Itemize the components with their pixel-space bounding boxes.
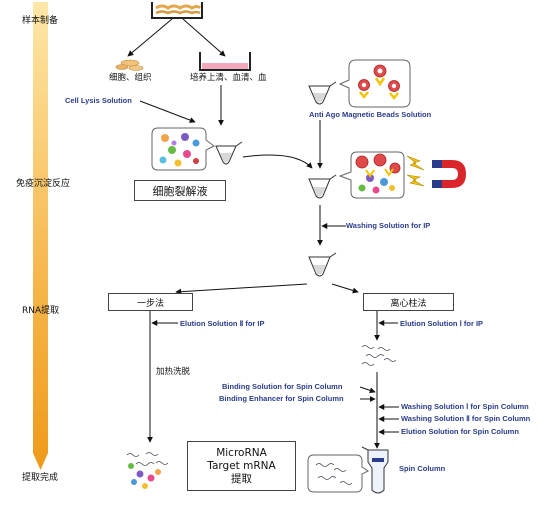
rna-strands-icon <box>361 345 397 366</box>
final-line-extract: 提取 <box>231 472 252 485</box>
lightning-icon <box>406 155 425 187</box>
reagent-elution-spin: Elution Solution for Spin Column <box>401 427 519 436</box>
progress-bar <box>33 2 48 470</box>
magnet-icon <box>432 160 466 188</box>
reagent-binding-spin: Binding Solution for Spin Column <box>222 382 343 391</box>
cell-lysate-label: 细胞裂解液 <box>152 184 208 198</box>
reagent-elution-1-ip: Elution Solution Ⅰ for IP <box>400 319 484 328</box>
spin-method-label: 离心柱法 <box>390 298 427 309</box>
reagent-elution-2-ip: Elution Solution Ⅱ for IP <box>180 319 265 328</box>
spin-bubble <box>307 454 369 493</box>
final-line-target-mrna: Target mRNA <box>207 459 276 472</box>
spin-column-icon <box>361 446 389 494</box>
stage-label-immunoprecipitation: 免疫沉淀反应 <box>16 179 71 189</box>
one-step-label: 一步法 <box>136 298 164 309</box>
cell-lysate-box: 细胞裂解液 <box>134 180 226 201</box>
spin-column-label: Spin Column <box>399 464 446 473</box>
stage-label-sample-prep: 样本制备 <box>22 16 59 26</box>
source-label-cells-tissue: 细胞、组织 <box>109 73 152 83</box>
heat-elution-note: 加热洗脱 <box>156 367 191 377</box>
beads-tube-icon <box>308 81 337 105</box>
reagent-cell-lysis: Cell Lysis Solution <box>65 96 132 105</box>
ip-bubble <box>338 151 405 199</box>
reagent-washing-ip: Washing Solution for IP <box>346 221 431 230</box>
final-line-microrna: MicroRNA <box>216 446 267 459</box>
beads-bubble <box>338 59 411 108</box>
stage-label-rna-extraction: RNA提取 <box>22 306 60 316</box>
spin-method-box: 离心柱法 <box>363 293 454 311</box>
reagent-washing-2-spin: Washing Solution Ⅱ for Spin Column <box>401 414 531 423</box>
washed-tube-icon <box>308 252 337 277</box>
lysate-bubble <box>151 127 215 171</box>
supernatant-dish-icon <box>199 52 251 71</box>
final-product-box: MicroRNA Target mRNA 提取 <box>187 441 296 491</box>
cells-tissue-icon <box>115 59 144 71</box>
stage-label-extraction-done: 提取完成 <box>22 473 59 483</box>
lysate-tube-icon <box>215 141 243 165</box>
ip-tube-icon <box>308 174 337 199</box>
one-step-box: 一步法 <box>108 293 193 311</box>
culture-dish-icon <box>151 2 203 19</box>
reagent-anti-ago-beads: Anti Ago Magnetic Beads Solution <box>309 110 432 119</box>
rna-beads-product-icon <box>126 452 169 489</box>
source-label-supernatant: 培养上清、血清、血 <box>190 73 267 83</box>
reagent-binding-enhancer-spin: Binding Enhancer for Spin Column <box>219 394 344 403</box>
reagent-washing-1-spin: Washing Solution Ⅰ for Spin Column <box>401 402 529 411</box>
